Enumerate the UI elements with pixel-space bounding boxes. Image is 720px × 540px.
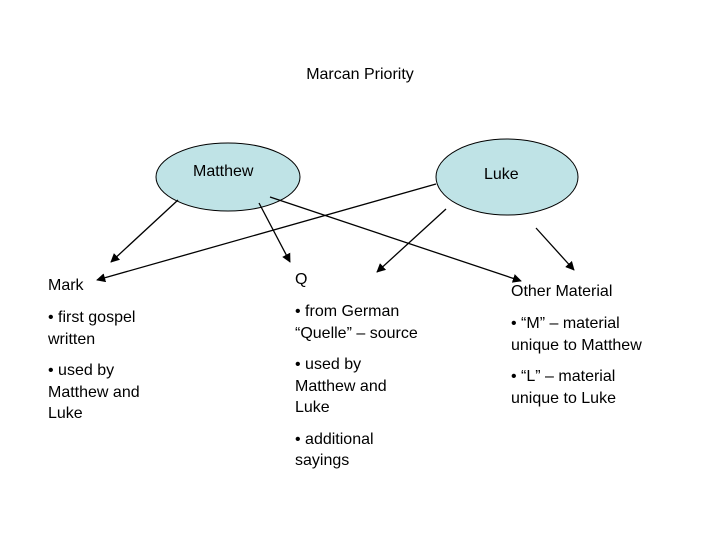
- q-note: • from German “Quelle” – source: [295, 303, 418, 342]
- q-note: • additional sayings: [295, 430, 374, 470]
- matthew-to-q-arrow: [258, 202, 291, 263]
- luke-node: [435, 138, 579, 216]
- diagram-title: Marcan Priority: [306, 66, 414, 83]
- luke-label: Luke: [484, 166, 519, 183]
- luke-to-other-arrow: [535, 227, 575, 271]
- q-heading: Q: [295, 271, 308, 288]
- other-material-note: • “L” – material unique to Luke: [511, 368, 616, 407]
- matthew-node: [155, 142, 301, 212]
- other-material-heading: Other Material: [511, 283, 613, 300]
- mark-notes: • first gospel written • used by Matthew…: [48, 307, 168, 425]
- mark-note: • first gospel written: [48, 309, 136, 348]
- q-notes: • from German “Quelle” – source • used b…: [295, 301, 425, 472]
- matthew-to-mark-arrow: [110, 199, 179, 263]
- luke-to-mark-arrow: [96, 183, 437, 283]
- matthew-label: Matthew: [193, 163, 254, 180]
- mark-heading: Mark: [48, 277, 84, 294]
- mark-note: • used by Matthew and Luke: [48, 362, 140, 422]
- other-material-note: • “M” – material unique to Matthew: [511, 315, 642, 354]
- matthew-to-other-arrow: [269, 196, 522, 283]
- other-material-notes: • “M” – material unique to Matthew • “L”…: [511, 313, 651, 409]
- q-note: • used by Matthew and Luke: [295, 356, 387, 416]
- luke-to-q-arrow: [376, 208, 447, 273]
